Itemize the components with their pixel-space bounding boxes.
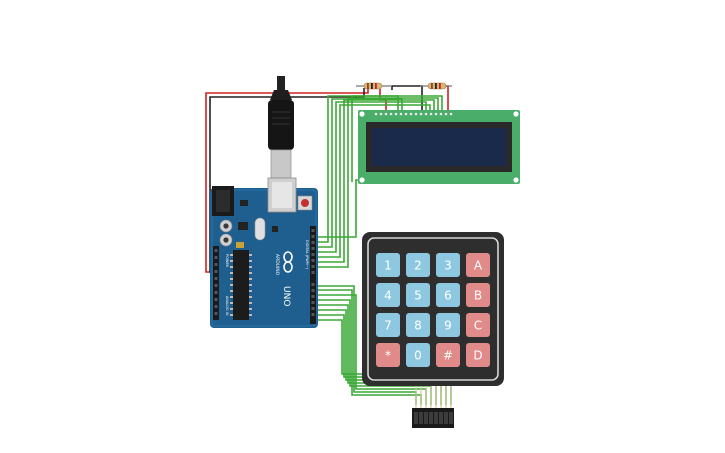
arduino-brand-label: ARDUINO bbox=[274, 254, 280, 276]
usb-cable[interactable] bbox=[268, 76, 294, 179]
lcd-pin-header bbox=[374, 112, 453, 116]
keypad-key[interactable]: # bbox=[436, 343, 460, 367]
wire-red-5v bbox=[205, 86, 369, 273]
keypad-key-face bbox=[436, 253, 460, 277]
arduino-power-label: POWER bbox=[225, 254, 229, 268]
keypad-key-face bbox=[406, 253, 430, 277]
wire-green-lcd-8 bbox=[318, 179, 360, 238]
keypad-key-face bbox=[376, 253, 400, 277]
resistor-2[interactable] bbox=[420, 82, 452, 90]
keypad-key[interactable]: 2 bbox=[406, 253, 430, 277]
keypad-key-face bbox=[406, 313, 430, 337]
keypad-key-face bbox=[376, 343, 400, 367]
keypad-key[interactable]: 7 bbox=[376, 313, 400, 337]
keypad-key-face bbox=[466, 313, 490, 337]
keypad-key-label: 9 bbox=[444, 319, 452, 333]
wire-green-lcd-5 bbox=[318, 99, 435, 263]
keypad-key[interactable]: 5 bbox=[406, 283, 430, 307]
keypad-key[interactable]: * bbox=[376, 343, 400, 367]
keypad-key-face bbox=[406, 343, 430, 367]
lcd-screen bbox=[372, 128, 506, 166]
keypad-ribbon bbox=[415, 386, 452, 408]
keypad-key-face bbox=[466, 343, 490, 367]
arduino-digital-label: DIGITAL (PWM~) bbox=[305, 240, 309, 270]
usb-plug-body bbox=[268, 100, 294, 150]
keypad-key[interactable]: A bbox=[466, 253, 490, 277]
digital-header bbox=[310, 226, 316, 324]
keypad-key-face bbox=[376, 313, 400, 337]
power-header bbox=[213, 246, 219, 320]
keypad-key[interactable]: 3 bbox=[436, 253, 460, 277]
keypad-key-label: 0 bbox=[414, 349, 422, 363]
keypad-key-face bbox=[436, 313, 460, 337]
keypad-key[interactable]: B bbox=[466, 283, 490, 307]
keypad-key-label: A bbox=[474, 259, 483, 273]
keypad-key-label: 6 bbox=[444, 289, 452, 303]
arduino-uno-board[interactable]: UNO ARDUINO DIGITAL (PWM~) ANALOG IN POW… bbox=[210, 177, 318, 328]
usb-plug-metal bbox=[270, 149, 292, 179]
keypad-keys: 1 2 3 A 4 5 6 B 7 8 9 C * 0 # D bbox=[376, 253, 490, 367]
wire-red-lcd-backlight bbox=[444, 85, 449, 110]
keypad-key[interactable]: 6 bbox=[436, 283, 460, 307]
keypad-key-label: 8 bbox=[414, 319, 422, 333]
keypad-key-label: 1 bbox=[384, 259, 392, 273]
wire-green-lcd-7 bbox=[351, 95, 443, 182]
keypad-key[interactable]: 8 bbox=[406, 313, 430, 337]
keypad-key-face bbox=[436, 283, 460, 307]
keypad-key-label: * bbox=[385, 349, 391, 363]
usb-cable-wire bbox=[277, 76, 285, 90]
keypad-key[interactable]: 4 bbox=[376, 283, 400, 307]
crystal-oscillator bbox=[254, 217, 266, 241]
resistor-1[interactable] bbox=[356, 82, 392, 90]
keypad-key[interactable]: C bbox=[466, 313, 490, 337]
keypad-key-label: D bbox=[473, 349, 482, 363]
lcd-16x2-display[interactable] bbox=[358, 110, 520, 184]
keypad-inner-frame bbox=[367, 237, 499, 381]
keypad-key-label: 3 bbox=[444, 259, 452, 273]
keypad-key-face bbox=[466, 283, 490, 307]
arduino-logo bbox=[283, 251, 293, 273]
keypad-key[interactable]: 1 bbox=[376, 253, 400, 277]
keypad-4x4[interactable]: 1 2 3 A 4 5 6 B 7 8 9 C * 0 # D bbox=[362, 232, 504, 386]
usb-cable-strain-relief bbox=[270, 90, 292, 100]
arduino-analog-label: ANALOG IN bbox=[225, 296, 229, 316]
keypad-key[interactable]: D bbox=[466, 343, 490, 367]
keypad-key-label: C bbox=[474, 319, 482, 333]
keypad-key[interactable]: 0 bbox=[406, 343, 430, 367]
keypad-key-face bbox=[376, 283, 400, 307]
keypad-key-label: 7 bbox=[384, 319, 392, 333]
keypad-key-face bbox=[466, 253, 490, 277]
keypad-key-label: 2 bbox=[414, 259, 422, 273]
arduino-model-label: UNO bbox=[281, 286, 291, 306]
wire-green-lcd-4 bbox=[318, 104, 431, 258]
keypad-connector[interactable] bbox=[412, 386, 454, 428]
wire-green-lcd-6 bbox=[318, 97, 439, 268]
keypad-key-face bbox=[406, 283, 430, 307]
atmega-chip bbox=[233, 250, 249, 320]
keypad-key-label: B bbox=[474, 289, 482, 303]
keypad-key-label: 5 bbox=[414, 289, 422, 303]
keypad-key[interactable]: 9 bbox=[436, 313, 460, 337]
keypad-key-label: 4 bbox=[384, 289, 392, 303]
keypad-key-face bbox=[436, 343, 460, 367]
atmega-chip-pins bbox=[230, 254, 252, 316]
keypad-key-label: # bbox=[443, 349, 453, 363]
